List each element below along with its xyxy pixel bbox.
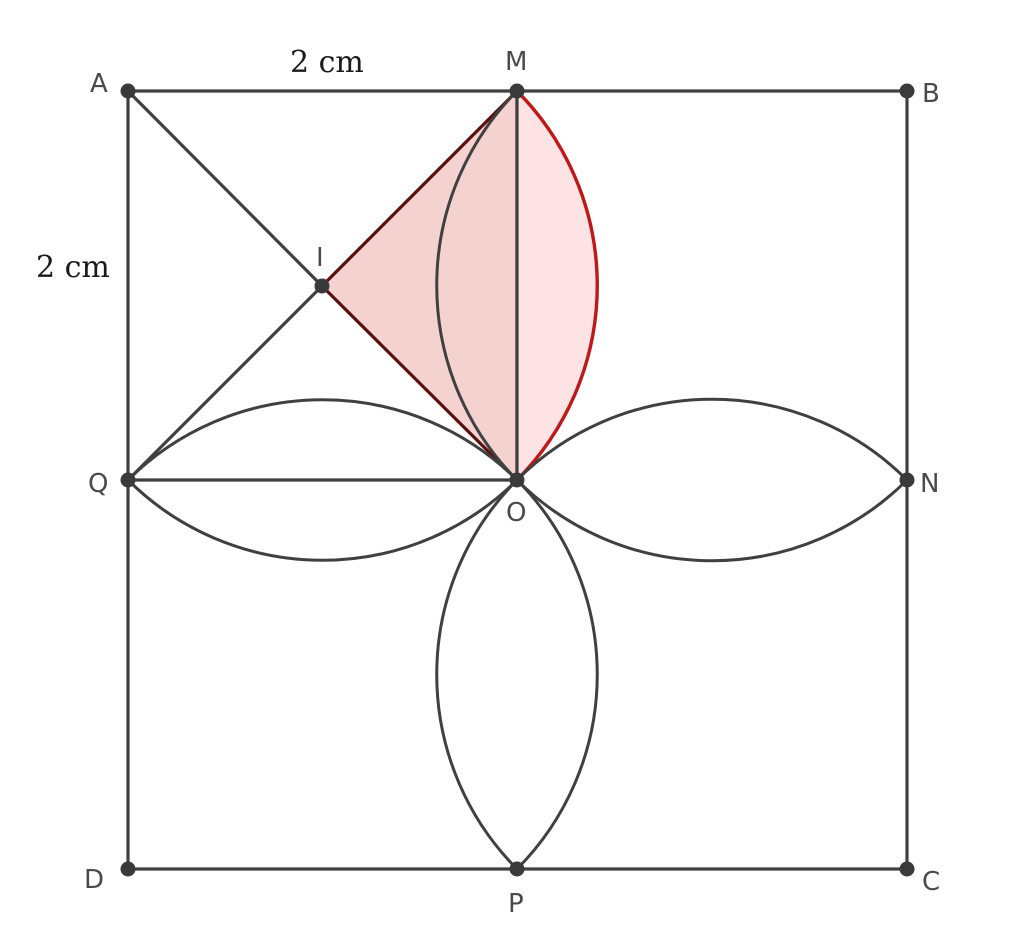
point-q bbox=[120, 472, 136, 488]
point-m bbox=[509, 83, 525, 99]
label-b: B bbox=[922, 79, 940, 109]
label-d: D bbox=[84, 865, 104, 895]
petal-top-left-arc bbox=[435, 89, 519, 482]
label-p: P bbox=[508, 889, 524, 919]
point-o bbox=[509, 472, 525, 488]
shaded-triangle-imo bbox=[320, 89, 519, 482]
label-n: N bbox=[920, 469, 939, 499]
petal-right-lower-arc bbox=[515, 478, 909, 563]
point-b bbox=[899, 83, 915, 99]
petal-left-lower-arc bbox=[126, 478, 519, 562]
label-a: A bbox=[90, 69, 108, 99]
point-a bbox=[120, 83, 136, 99]
point-d bbox=[120, 861, 136, 877]
point-c bbox=[899, 861, 915, 877]
label-o: O bbox=[506, 498, 526, 528]
petal-top-right-arc bbox=[515, 89, 599, 482]
segment-ai bbox=[126, 89, 324, 288]
label-c: C bbox=[922, 867, 940, 897]
label-q: Q bbox=[88, 469, 108, 499]
point-n bbox=[899, 472, 915, 488]
point-p bbox=[509, 861, 525, 877]
petal-right-upper-arc bbox=[515, 397, 909, 482]
point-i bbox=[314, 278, 330, 294]
label-m: M bbox=[505, 47, 527, 77]
segment-qi bbox=[126, 284, 324, 482]
petal-bottom-right-arc bbox=[515, 478, 599, 871]
shaded-lens-half bbox=[517, 91, 598, 480]
label-i: I bbox=[316, 243, 324, 273]
dimension-left: 2 cm bbox=[36, 250, 110, 285]
dimension-top: 2 cm bbox=[290, 45, 364, 80]
petal-bottom-left-arc bbox=[435, 478, 519, 871]
petal-left-upper-arc bbox=[126, 398, 519, 482]
